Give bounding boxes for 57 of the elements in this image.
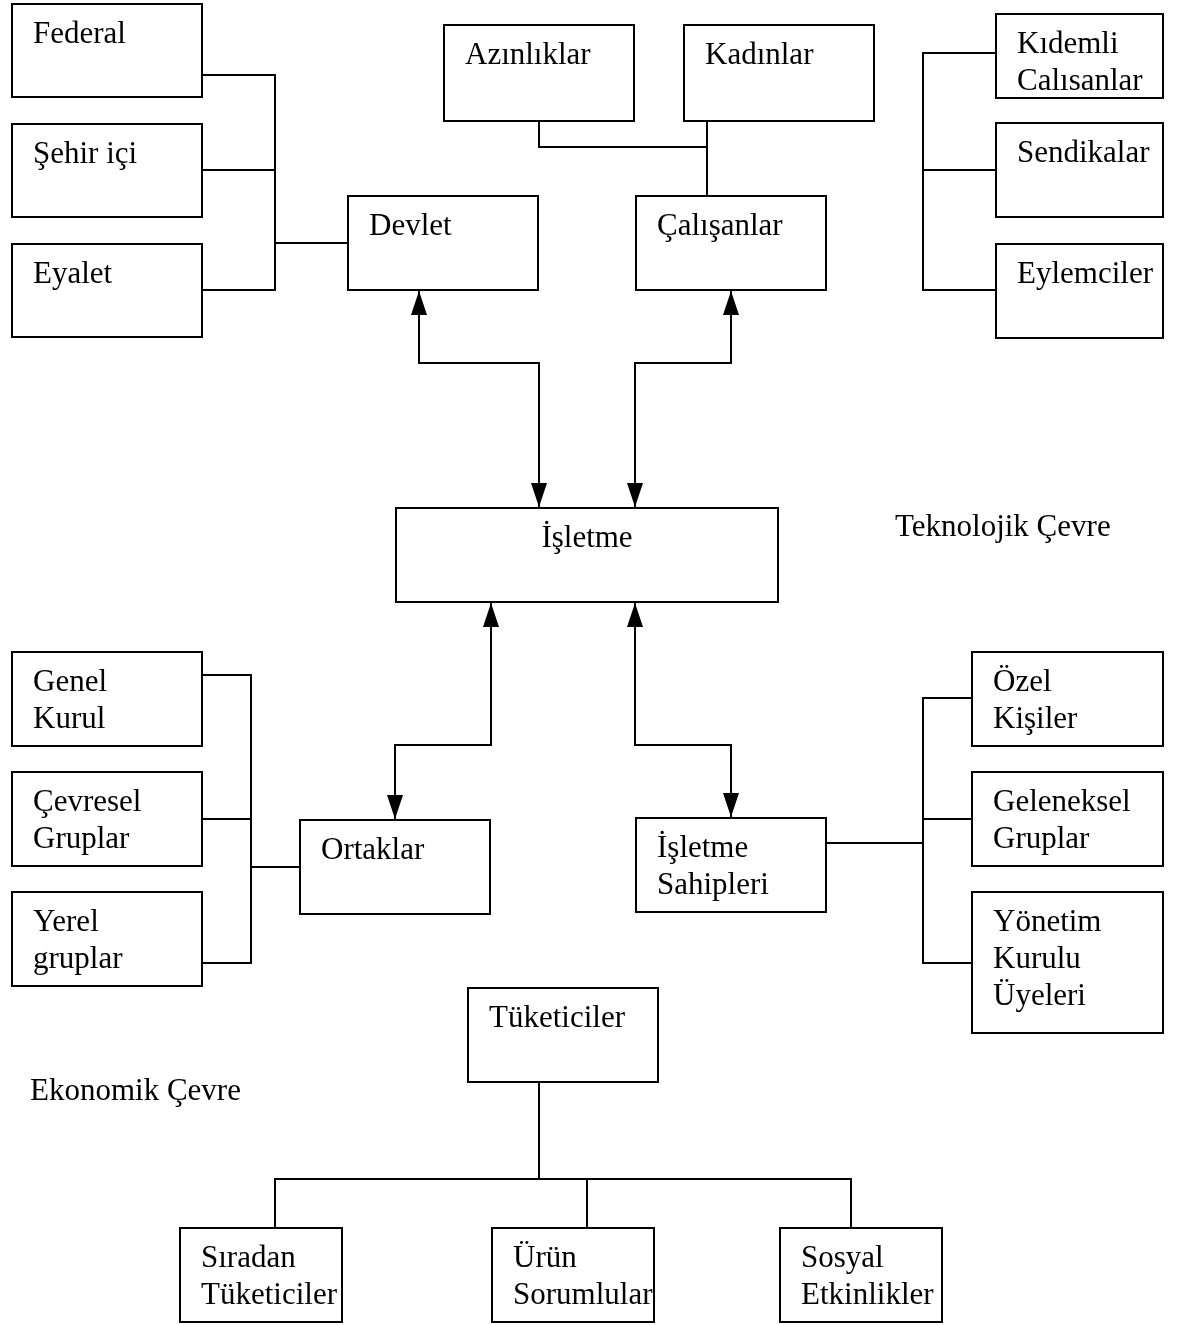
- box-label: İşletme Sahipleri: [657, 828, 770, 902]
- connector-line: [202, 242, 348, 291]
- box: [11, 243, 203, 338]
- box-label: Devlet: [369, 206, 453, 243]
- connector-line: [922, 169, 996, 291]
- box: [11, 123, 203, 218]
- box: [779, 1227, 943, 1323]
- box-label: Yerel gruplar: [33, 902, 124, 976]
- box: [971, 771, 1164, 867]
- box-label: Sıradan Tüketiciler: [201, 1238, 337, 1312]
- arrow: [627, 290, 739, 508]
- connector-line: [922, 52, 996, 171]
- box: [11, 891, 203, 987]
- arrow: [387, 602, 499, 820]
- region-label: Ekonomik Çevre: [30, 1071, 241, 1108]
- box: [11, 3, 203, 98]
- box-label: Sosyal Etkinlikler: [801, 1238, 935, 1312]
- box: [995, 243, 1164, 339]
- box: [11, 651, 203, 747]
- box-label: Şehir içi: [33, 134, 139, 171]
- connector-line: [202, 866, 300, 964]
- box-label: Tüketiciler: [489, 998, 626, 1035]
- box-label: Çevresel Gruplar: [33, 782, 143, 856]
- box-label: Federal: [33, 14, 127, 51]
- connector-line: [826, 842, 972, 964]
- box-label: Genel Kurul: [33, 662, 109, 736]
- box-label: Çalışanlar: [657, 206, 784, 243]
- box-label: Özel Kişiler: [993, 662, 1079, 736]
- box: [635, 195, 827, 291]
- box-label: Sendikalar: [1017, 133, 1151, 170]
- box: [635, 817, 827, 913]
- box-label: Eylemciler: [1017, 254, 1154, 291]
- box: [395, 507, 779, 603]
- box-label: İşletme: [541, 518, 633, 555]
- box-label: Kadınlar: [705, 35, 815, 72]
- box-label: Azınlıklar: [465, 35, 592, 72]
- box-label: Yönetim Kurulu Üyeleri: [993, 902, 1103, 1013]
- box: [995, 122, 1164, 218]
- arrow: [411, 290, 547, 508]
- box: [299, 819, 491, 915]
- box-label: Ortaklar: [321, 830, 426, 867]
- box: [11, 771, 203, 867]
- box-label: Kıdemli Calısanlar: [1017, 24, 1144, 98]
- region-label: Teknolojik Çevre: [895, 507, 1111, 544]
- box: [971, 891, 1164, 1034]
- box-label: Eyalet: [33, 254, 114, 291]
- box: [971, 651, 1164, 747]
- box-label: Geleneksel Gruplar: [993, 782, 1132, 856]
- box: [995, 13, 1164, 99]
- arrow: [627, 602, 739, 818]
- box: [491, 1227, 655, 1323]
- box: [683, 24, 875, 122]
- box: [179, 1227, 343, 1323]
- box: [467, 987, 659, 1083]
- box: [443, 24, 635, 122]
- connector-line: [706, 121, 708, 196]
- box: [347, 195, 539, 291]
